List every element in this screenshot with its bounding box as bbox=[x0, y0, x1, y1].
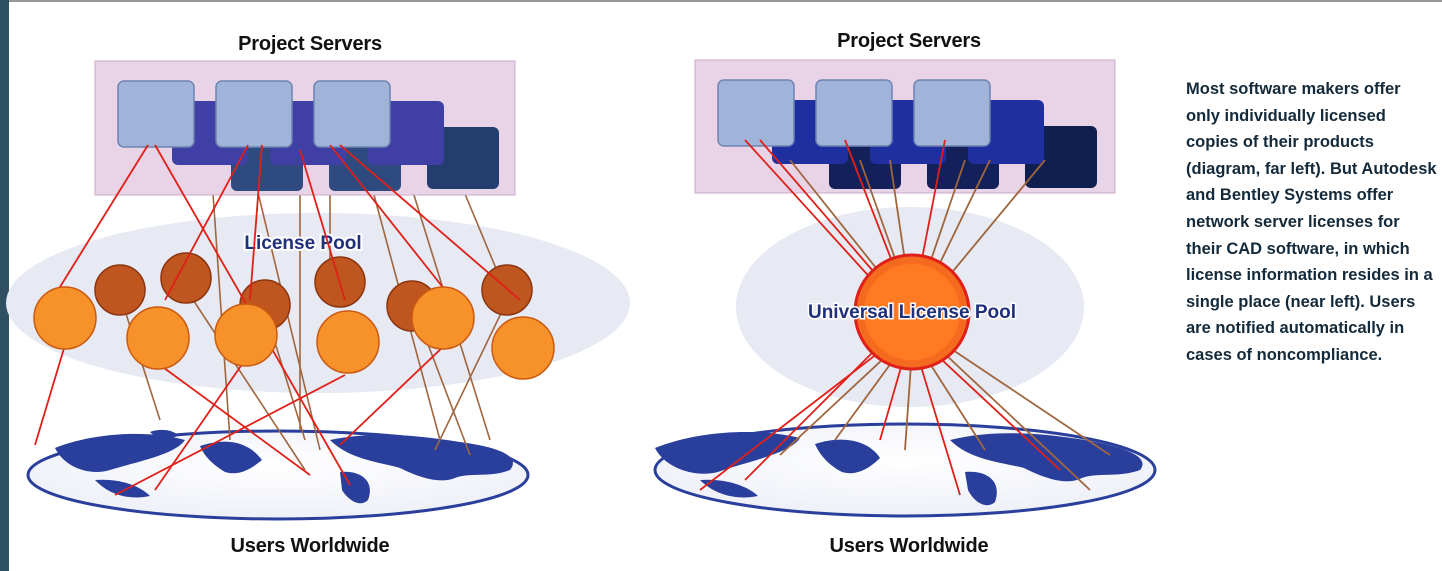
right-server-stack bbox=[717, 79, 1097, 189]
left-users-title: Users Worldwide bbox=[230, 535, 390, 557]
right-users-title: Users Worldwide bbox=[829, 535, 989, 557]
universal-license-hub-core bbox=[864, 264, 960, 360]
left-pool-label: License Pool bbox=[244, 233, 361, 254]
caption-text: Most software makers offer only individu… bbox=[1186, 80, 1437, 364]
left-license-circles-light bbox=[33, 286, 555, 380]
right-diagram: Universal License Pool bbox=[653, 59, 1157, 518]
right-servers-title: Project Servers bbox=[837, 30, 981, 52]
left-red-lines bbox=[34, 144, 521, 496]
left-world-map bbox=[26, 429, 530, 521]
right-pool-label: Universal License Pool bbox=[808, 302, 1016, 323]
left-servers-title: Project Servers bbox=[238, 33, 382, 55]
left-server-stack bbox=[117, 80, 499, 191]
right-user-lines bbox=[699, 334, 1111, 496]
top-rule bbox=[9, 0, 1442, 2]
left-diagram: License Pool bbox=[6, 60, 630, 521]
right-world-map bbox=[653, 422, 1157, 518]
left-edge-bar bbox=[0, 0, 9, 571]
